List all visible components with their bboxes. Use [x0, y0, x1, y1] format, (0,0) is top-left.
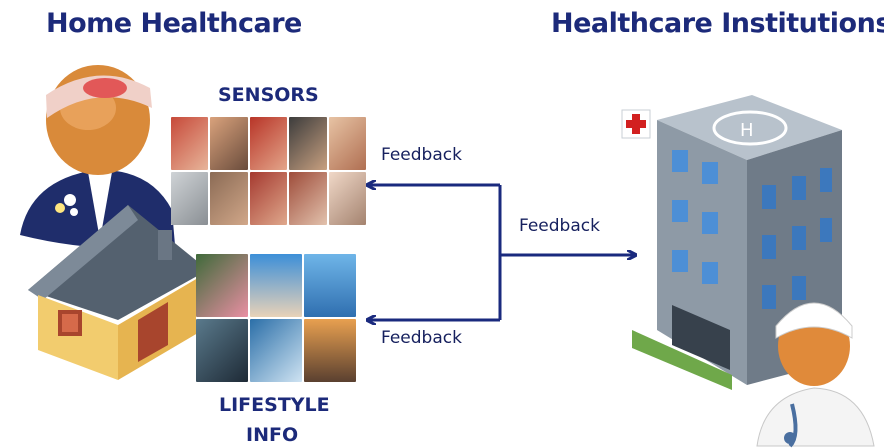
feedback-connector: [368, 185, 635, 320]
helipad: [712, 110, 788, 146]
lifestyle-photo: [250, 254, 302, 317]
sensor-photo: [249, 172, 288, 225]
sensors-label: SENSORS: [218, 84, 319, 106]
healthcare-institutions-title: Healthcare Institutions: [551, 8, 884, 39]
sensor-photo: [249, 117, 288, 170]
sensor-photo: [171, 172, 209, 225]
sensors-collage: [171, 117, 366, 225]
lifestyle-photo: [196, 319, 248, 382]
lifestyle-label-line2: INFO: [246, 424, 299, 446]
lifestyle-photo: [250, 319, 302, 382]
feedback-label-institution: Feedback: [519, 216, 600, 236]
home-healthcare-title: Home Healthcare: [46, 8, 302, 39]
sensor-photo: [289, 172, 327, 225]
feedback-label-lifestyle: Feedback: [381, 328, 462, 348]
sensor-photo: [289, 117, 327, 170]
lifestyle-photo: [304, 319, 356, 382]
sensor-photo: [210, 117, 248, 170]
svg-text:H: H: [740, 120, 754, 141]
feedback-label-sensors: Feedback: [381, 145, 462, 165]
lifestyle-photo: [304, 254, 356, 317]
lifestyle-photo: [196, 254, 248, 317]
lifestyle-label-line1: LIFESTYLE: [219, 394, 330, 416]
sensor-photo: [328, 117, 366, 170]
lifestyle-collage: [196, 254, 356, 382]
house-icon: [28, 205, 208, 380]
doctor-icon: [756, 302, 875, 448]
sensor-photo: [328, 172, 366, 225]
sensor-photo: [171, 117, 209, 170]
sensor-photo: [210, 172, 248, 225]
patient-icon: [20, 65, 175, 249]
